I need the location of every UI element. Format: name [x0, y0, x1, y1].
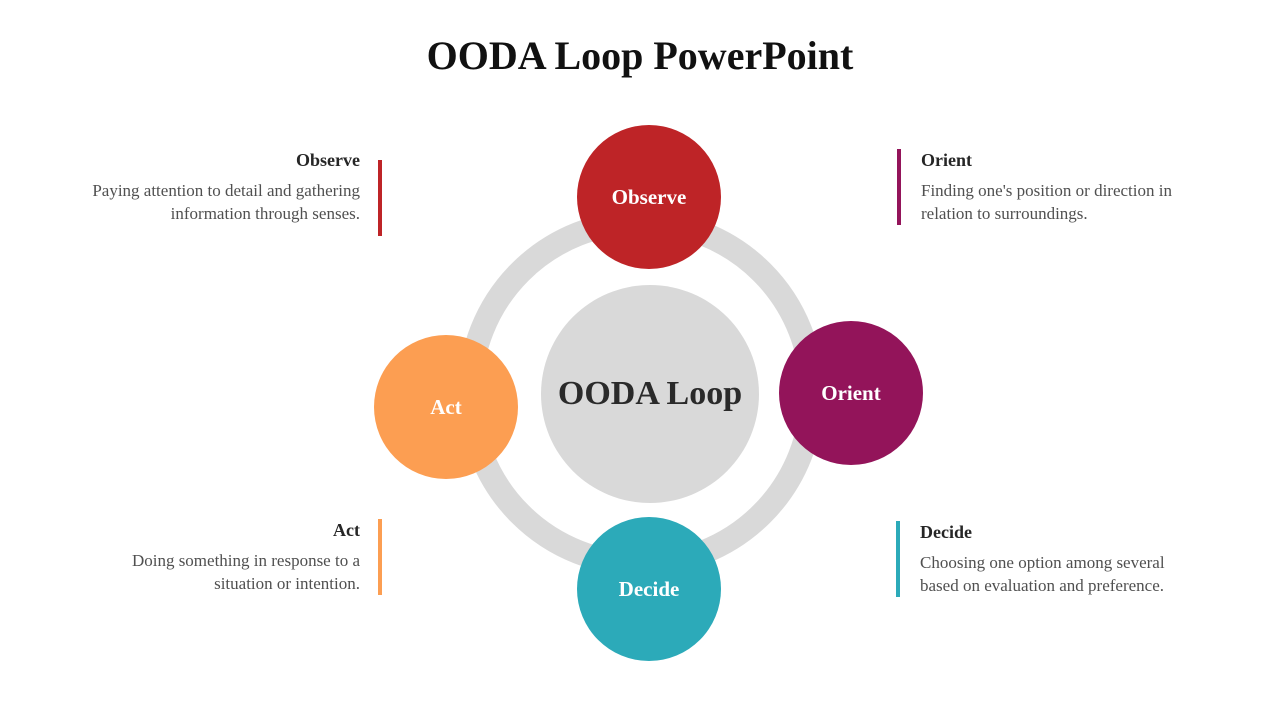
card-act-heading: Act	[333, 520, 360, 540]
card-decide-heading: Decide	[920, 522, 972, 542]
node-orient-label: Orient	[821, 380, 881, 405]
card-orient-accent-bar	[897, 149, 901, 225]
card-decide: Decide Choosing one option among several…	[896, 521, 1205, 597]
slide-title: OODA Loop PowerPoint	[426, 33, 854, 78]
center-label: OODA Loop	[557, 375, 743, 412]
card-orient-heading: Orient	[921, 150, 972, 170]
node-orient: Orient	[779, 321, 923, 465]
card-act-accent-bar	[378, 519, 382, 595]
card-decide-accent-bar	[896, 521, 900, 597]
node-decide: Decide	[577, 517, 721, 661]
card-decide-description: Choosing one option among several based …	[920, 553, 1165, 595]
card-observe-heading: Observe	[296, 150, 360, 170]
node-decide-label: Decide	[618, 576, 680, 601]
card-act-description: Doing something in response to a situati…	[131, 551, 360, 593]
node-act: Act	[374, 335, 518, 479]
card-observe-description: Paying attention to detail and gathering…	[92, 181, 360, 223]
card-observe: Observe Paying attention to detail and g…	[75, 150, 382, 236]
node-act-label: Act	[430, 394, 462, 419]
center-circle: OODA Loop	[541, 285, 759, 503]
node-observe: Observe	[577, 125, 721, 269]
card-orient: Orient Finding one's position or directi…	[897, 149, 1206, 225]
node-observe-label: Observe	[611, 184, 687, 209]
card-act: Act Doing something in response to a sit…	[75, 519, 382, 595]
card-observe-accent-bar	[378, 160, 382, 236]
card-orient-description: Finding one's position or direction in r…	[921, 181, 1172, 223]
